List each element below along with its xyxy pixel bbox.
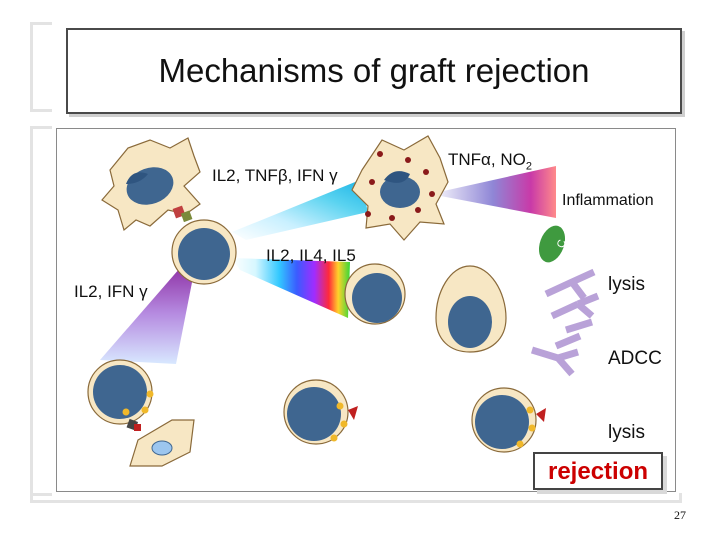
slide-decor-frame-top (30, 22, 52, 112)
nk-cell-right-nucleus (475, 395, 529, 449)
granule (389, 215, 395, 221)
cytotoxic-t-cell-nucleus (93, 365, 147, 419)
granule (369, 179, 375, 185)
nk-middle-granules (330, 402, 348, 442)
label-inflammation: Inflammation (562, 192, 654, 209)
granule (340, 420, 348, 428)
beam-il2-il4-il5 (232, 258, 350, 318)
granule (336, 402, 344, 410)
granule (365, 211, 371, 217)
label-tnfa-no2: TNFα, NO2 (448, 150, 532, 172)
antibodies-middle (530, 332, 582, 377)
beam-il2-tnfb-ifng (232, 180, 368, 240)
granule (377, 151, 383, 157)
rejection-label: rejection (547, 458, 649, 485)
rejection-box: rejection (533, 452, 663, 490)
tcr-receptor (180, 210, 193, 223)
antibody (544, 268, 596, 301)
beam-il2-ifng (100, 262, 196, 364)
plasma-cell-nucleus (448, 296, 492, 348)
antibodies-top (544, 268, 600, 334)
activated-macrophage-nucleus (380, 176, 420, 208)
granule (423, 169, 429, 175)
granule (122, 408, 130, 416)
granule (516, 440, 524, 448)
slide-decor-frame-bottom (30, 493, 682, 503)
label-lysis-bottom: lysis (608, 422, 645, 443)
slide-title: Mechanisms of graft rejection (158, 52, 590, 89)
label-lysis-top: lysis (608, 274, 645, 295)
granule (146, 390, 154, 398)
t-helper-nucleus (178, 228, 230, 280)
nk-right-granules (516, 406, 536, 448)
label-tnfa-no2-text: TNFα, NO (448, 150, 526, 169)
nk-cell-middle-nucleus (287, 387, 341, 441)
complement-oval (538, 225, 566, 263)
label-il2-tnfb-ifng: IL2, TNFβ, IFN γ (212, 166, 338, 185)
granule (528, 424, 536, 432)
label-il2-ifng: IL2, IFN γ (74, 282, 148, 301)
antibody (530, 346, 580, 377)
b-cell-nucleus (352, 273, 402, 323)
antibody (564, 318, 594, 334)
granule (526, 406, 534, 414)
page-number: 27 (674, 508, 686, 522)
label-tnfa-no2-subscript: 2 (525, 160, 532, 173)
label-il2-il4-il5: IL2, IL4, IL5 (266, 246, 356, 265)
granule (141, 406, 149, 414)
macrophage-nucleus-lobe (126, 172, 148, 184)
cytotoxic-granules (122, 390, 154, 416)
nk-middle-receptor-red (348, 406, 358, 420)
nk-right-receptor-red (536, 408, 546, 422)
granule (330, 434, 338, 442)
contact-receptor-red (134, 424, 141, 431)
antibody (550, 292, 600, 320)
granule (415, 207, 421, 213)
activated-macrophage-nucleus-lobe (384, 171, 410, 183)
target-graft-nucleus (151, 440, 173, 456)
granule (429, 191, 435, 197)
beam-tnfa-no2 (430, 166, 556, 218)
slide-decor-frame-left (30, 126, 52, 496)
title-frame: Mechanisms of graft rejection (66, 28, 682, 114)
label-adcc: ADCC (608, 348, 662, 369)
granule (405, 157, 411, 163)
antibody (554, 332, 582, 350)
macrophage-granules (365, 151, 435, 221)
